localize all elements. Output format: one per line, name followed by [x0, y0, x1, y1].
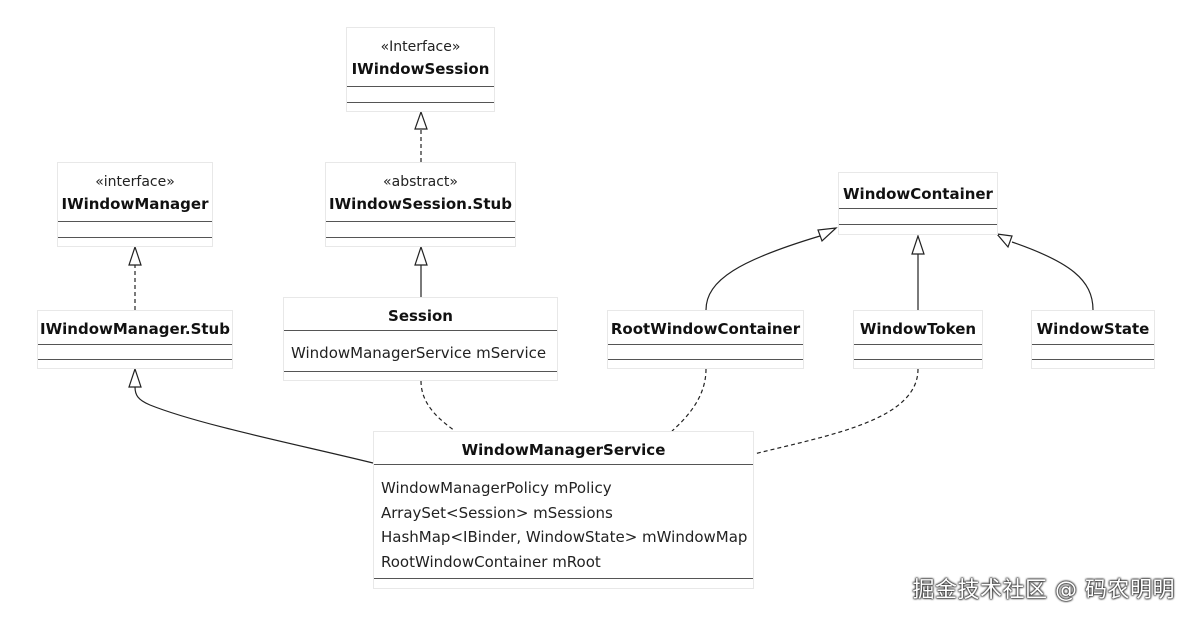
class-iwindowmanager[interactable]: «interface» IWindowManager — [57, 162, 213, 247]
methods-separator — [374, 578, 753, 579]
arrowhead-iwindowmanager — [128, 245, 142, 266]
methods-separator — [284, 371, 557, 372]
edge-rootwindowcontainer-to-windowcontainer — [705, 235, 821, 311]
attributes-separator — [854, 344, 982, 345]
class-windowstate[interactable]: WindowState — [1031, 310, 1155, 369]
class-iwindowmanager-stub[interactable]: IWindowManager.Stub — [37, 310, 233, 369]
arrowhead-windowcontainer-right — [995, 233, 1013, 249]
class-session[interactable]: Session WindowManagerService mService — [283, 297, 558, 381]
attributes-separator — [374, 464, 753, 465]
attribute-msessions: ArraySet<Session> mSessions — [381, 503, 613, 522]
attributes-separator — [608, 344, 803, 345]
class-name: WindowManagerService — [461, 441, 666, 459]
edge-wms-to-iwindowmanager-stub — [134, 386, 374, 464]
arrowhead-iwindowsession-stub — [414, 245, 428, 266]
class-windowcontainer[interactable]: WindowContainer — [838, 172, 998, 235]
stereotype-label: «abstract» — [383, 174, 458, 190]
class-name: WindowContainer — [843, 185, 993, 203]
attribute-list: WindowManagerService mService — [291, 341, 553, 366]
class-windowtoken[interactable]: WindowToken — [853, 310, 983, 369]
arrowhead-iwindowsession — [414, 110, 428, 130]
class-rootwindowcontainer[interactable]: RootWindowContainer — [607, 310, 804, 369]
class-name: WindowState — [1036, 320, 1150, 338]
watermark-text: 掘金技术社区 @ 码农明明 — [912, 578, 1175, 603]
class-name: Session — [388, 307, 453, 325]
attributes-separator — [58, 221, 212, 222]
arrowhead-iwindowmanager-stub — [128, 367, 142, 388]
class-name: WindowToken — [859, 320, 977, 338]
methods-separator — [326, 237, 515, 238]
methods-separator — [608, 359, 803, 360]
attributes-separator — [326, 221, 515, 222]
attributes-separator — [347, 86, 494, 87]
attribute-mservice: WindowManagerService mService — [291, 344, 547, 362]
attributes-separator — [839, 208, 997, 209]
attributes-separator — [1032, 344, 1154, 345]
class-name: IWindowSession — [351, 60, 490, 78]
attributes-separator — [284, 330, 557, 331]
class-iwindowsession[interactable]: «Interface» IWindowSession — [346, 27, 495, 112]
attribute-mroot: RootWindowContainer mRoot — [381, 552, 601, 571]
methods-separator — [347, 102, 494, 103]
methods-separator — [839, 224, 997, 225]
stereotype-label: «Interface» — [380, 39, 461, 55]
attributes-separator — [38, 344, 232, 345]
attribute-list: WindowManagerPolicy mPolicy ArraySet<Ses… — [381, 476, 749, 574]
class-name: RootWindowContainer — [610, 320, 801, 338]
attribute-mwindowmap: HashMap<IBinder, WindowState> mWindowMap — [381, 528, 748, 546]
class-name: IWindowManager — [61, 195, 209, 213]
arrowhead-windowcontainer-center — [911, 234, 925, 255]
methods-separator — [1032, 359, 1154, 360]
class-windowmanagerservice[interactable]: WindowManagerService WindowManagerPolicy… — [373, 431, 754, 589]
edge-windowtoken-to-wms — [753, 368, 919, 455]
edge-windowstate-to-windowcontainer — [1011, 241, 1094, 311]
edge-rootwindowcontainer-to-wms — [671, 368, 707, 432]
class-name: IWindowManager.Stub — [40, 320, 230, 338]
methods-separator — [38, 359, 232, 360]
methods-separator — [58, 237, 212, 238]
arrowhead-windowcontainer-left — [817, 227, 838, 243]
edge-session-to-wms — [420, 380, 456, 432]
class-name: IWindowSession.Stub — [329, 195, 512, 213]
methods-separator — [854, 359, 982, 360]
class-iwindowsession-stub[interactable]: «abstract» IWindowSession.Stub — [325, 162, 516, 247]
attribute-mpolicy: WindowManagerPolicy mPolicy — [381, 479, 612, 497]
stereotype-label: «interface» — [95, 174, 175, 190]
